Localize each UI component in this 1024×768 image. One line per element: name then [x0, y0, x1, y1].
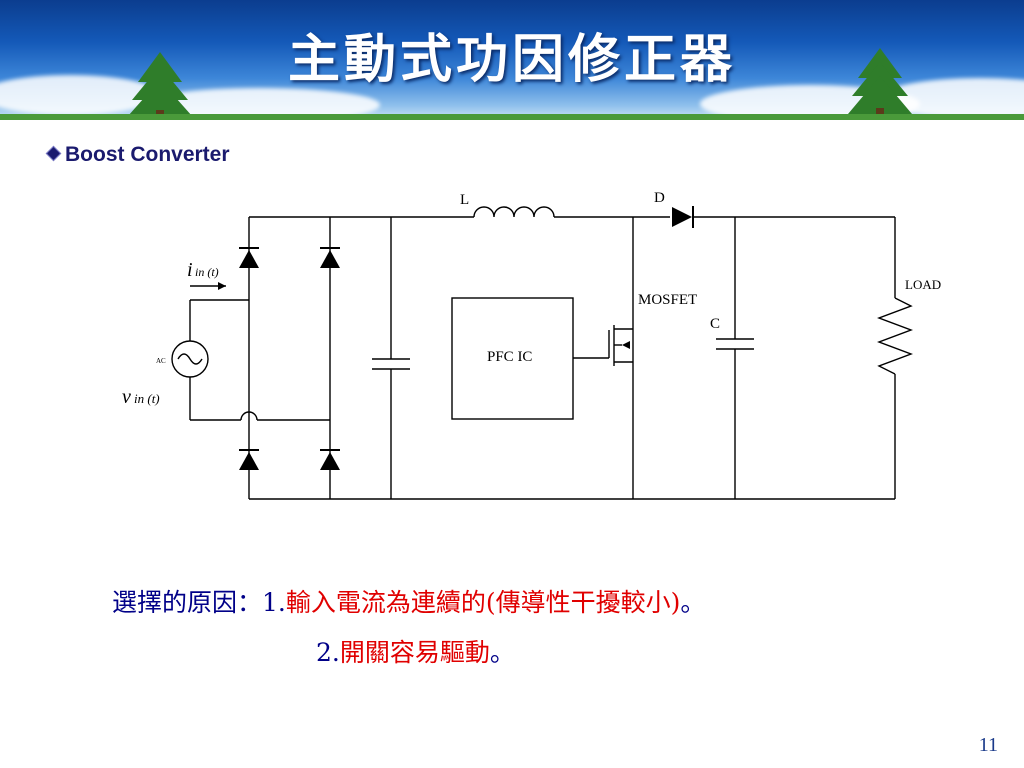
- page-number: 11: [978, 734, 998, 756]
- reason-line-2: 2.開關容易驅動。: [316, 633, 515, 669]
- input-voltage-label: v: [122, 386, 131, 408]
- page-title: 主動式功因修正器: [287, 29, 736, 90]
- reason-prefix: 選擇的原因：: [112, 588, 263, 617]
- mosfet-label: MOSFET: [638, 292, 697, 308]
- boost-converter-circuit: L D MOSFET C LOAD PFC IC AC i in (t) v i…: [122, 190, 941, 500]
- load-label: LOAD: [905, 277, 941, 292]
- reason-text-2: 開關容易驅動: [339, 638, 490, 667]
- reason-text-1: 輸入電流為連續的(傳導性干擾較小): [285, 588, 681, 617]
- title-banner: 主動式功因修正器: [0, 0, 1024, 120]
- cloud-decoration: [0, 75, 160, 115]
- diode-label: D: [654, 190, 665, 206]
- reason-end-1: 。: [680, 588, 706, 617]
- input-voltage-subscript: in (t): [134, 391, 160, 406]
- bullet-text: Boost Converter: [65, 143, 230, 166]
- inductor-label: L: [460, 192, 469, 208]
- reason-number-1: 1.: [262, 588, 286, 617]
- reason-line-1: 選擇的原因：1.輸入電流為連續的(傳導性干擾較小)。: [112, 583, 705, 619]
- input-current-subscript: in (t): [195, 265, 219, 279]
- input-current-label: i: [187, 259, 193, 281]
- reason-end-2: 。: [489, 638, 515, 667]
- bullet-heading: Boost Converter: [45, 143, 230, 167]
- capacitor-label: C: [710, 316, 720, 332]
- pfc-ic-label: PFC IC: [487, 349, 532, 365]
- tree-decoration: [0, 48, 1024, 120]
- reason-number-2: 2.: [316, 638, 340, 667]
- ac-source-label: AC: [156, 357, 166, 365]
